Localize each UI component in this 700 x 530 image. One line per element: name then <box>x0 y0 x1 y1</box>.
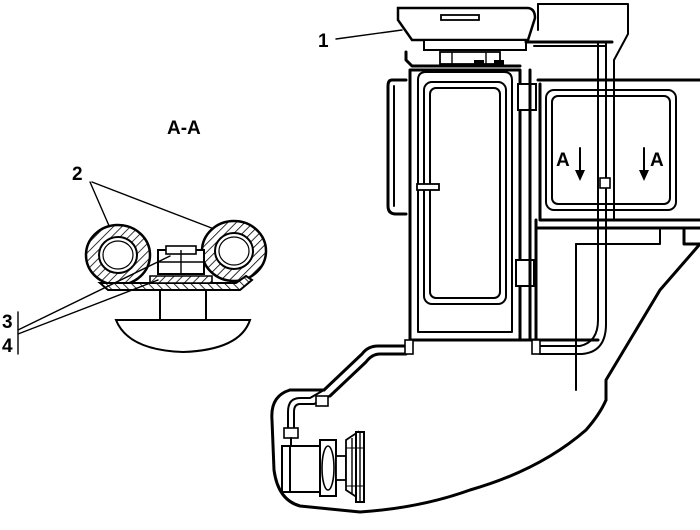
compressor-hoses <box>283 389 331 451</box>
cab-roof-line <box>404 50 522 68</box>
leader-line-4 <box>17 279 159 335</box>
callout-1: 1 <box>318 31 329 52</box>
rear-stack-outline <box>537 3 629 221</box>
callout-3: 3 <box>2 312 13 333</box>
leader-line-2b <box>91 181 223 233</box>
section-title: A-A <box>167 118 201 139</box>
section-mark-left: A <box>556 150 570 171</box>
leader-line-3 <box>17 255 171 331</box>
pulley <box>345 430 365 503</box>
cab-door <box>408 68 522 342</box>
clamp-plate <box>97 245 254 291</box>
upper-hinge <box>517 83 537 111</box>
leader-line-1 <box>335 29 403 40</box>
callout-2: 2 <box>72 164 83 185</box>
roof-unit <box>396 6 537 66</box>
lower-body <box>288 218 700 402</box>
right-hose <box>200 219 268 283</box>
cab-view: 1 <box>270 3 700 514</box>
grab-rail <box>386 78 408 216</box>
section-mark-right: A <box>650 150 664 171</box>
engine-bay-outline <box>270 388 608 514</box>
leader-line-2a <box>89 181 111 229</box>
compressor <box>281 430 365 503</box>
section-detail: A-A 2 <box>2 118 268 357</box>
hose-pipes <box>539 41 611 355</box>
callout-4: 4 <box>2 336 13 357</box>
left-hose <box>84 223 152 287</box>
support-pedestal <box>114 289 252 354</box>
side-window <box>528 68 700 342</box>
